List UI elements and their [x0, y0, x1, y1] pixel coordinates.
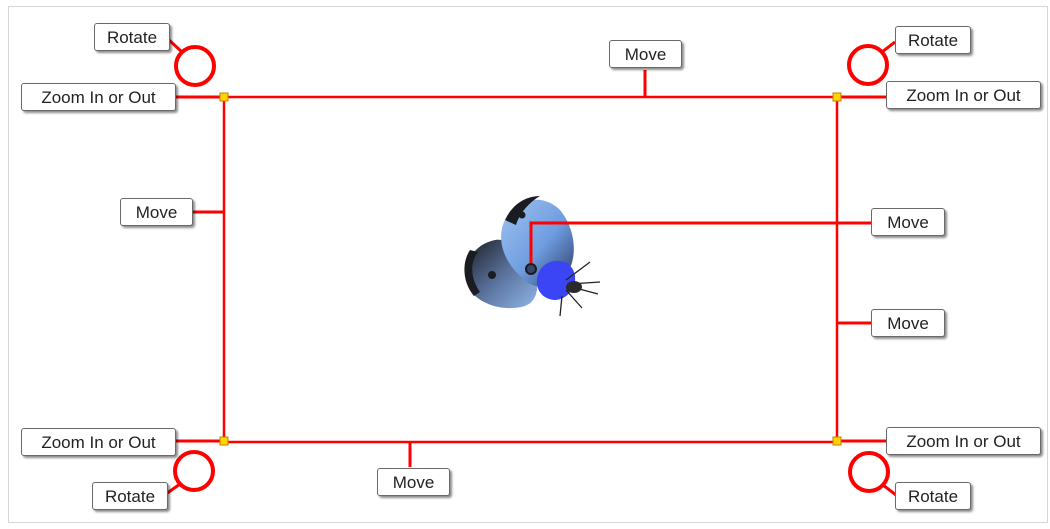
zoom-callout-br: Zoom In or Out [886, 427, 1041, 455]
move-callout-left: Move [120, 198, 193, 226]
rotate-handle-bl[interactable] [173, 450, 215, 492]
pivot-connector [529, 221, 871, 268]
zoom-callout-tr: Zoom In or Out [886, 81, 1041, 109]
rotate-callout-tr: Rotate [895, 26, 971, 54]
move-callout-pivot: Move [871, 208, 945, 236]
rotate-callout-tl: Rotate [94, 23, 170, 51]
pivot-point-icon[interactable] [525, 263, 537, 275]
rotate-connector-tr [881, 40, 896, 54]
corner-handle-bl[interactable] [219, 436, 229, 446]
corner-handle-tl[interactable] [219, 92, 229, 102]
zoom-callout-tl: Zoom In or Out [21, 83, 176, 111]
corner-handle-tr[interactable] [832, 92, 842, 102]
move-callout-bottom: Move [377, 468, 450, 496]
rotate-handle-tr[interactable] [847, 44, 889, 86]
rotate-handle-tl[interactable] [174, 45, 216, 87]
rotate-callout-bl: Rotate [92, 482, 168, 510]
move-callout-top: Move [609, 40, 682, 68]
bounding-box[interactable] [222, 95, 839, 444]
move-callout-right: Move [871, 309, 945, 337]
zoom-callout-bl: Zoom In or Out [21, 428, 176, 456]
rotate-connector-bl [165, 482, 181, 496]
rotate-connector-br [882, 483, 897, 497]
rotate-handle-br[interactable] [848, 451, 890, 493]
corner-handle-br[interactable] [832, 436, 842, 446]
rotate-connector-tl [167, 38, 184, 54]
rotate-callout-br: Rotate [895, 482, 971, 510]
